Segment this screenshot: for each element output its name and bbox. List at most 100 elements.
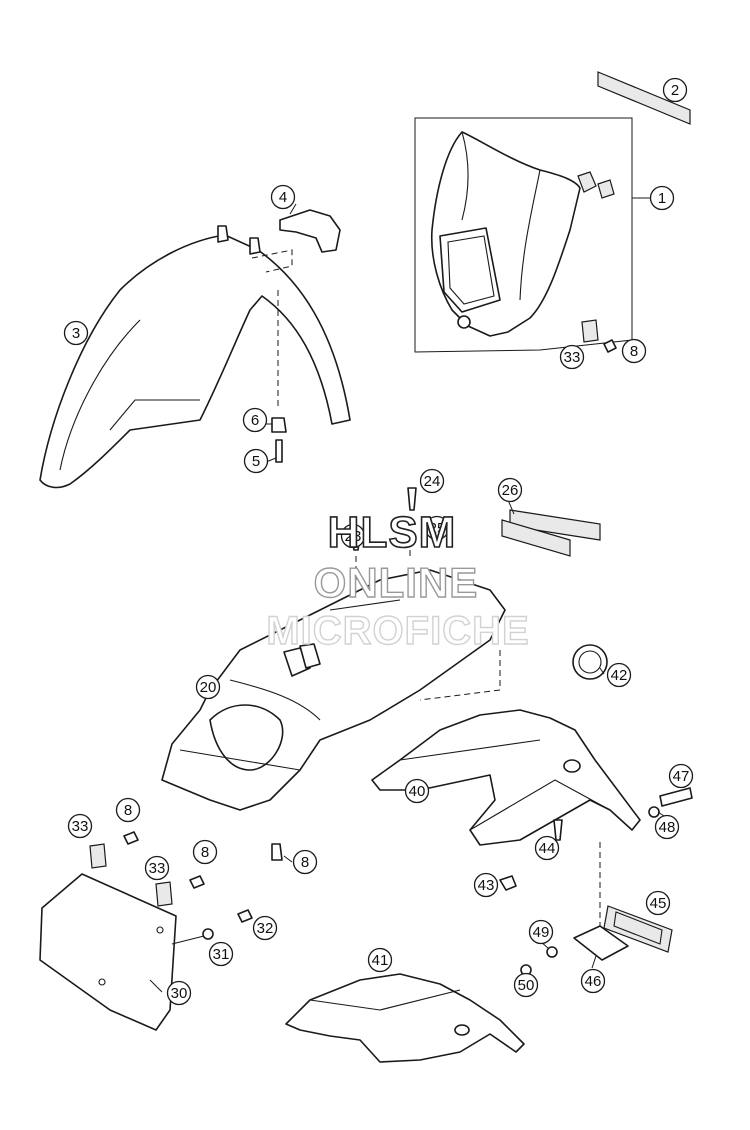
callout-label: 44 bbox=[539, 840, 556, 857]
callout-label: 48 bbox=[659, 819, 676, 836]
side-panel bbox=[39, 873, 205, 1031]
callout-24: 24 bbox=[419, 468, 445, 494]
callout-41: 41 bbox=[367, 947, 393, 973]
callout-26: 26 bbox=[497, 477, 523, 503]
callout-circle bbox=[654, 814, 680, 840]
callout-circle bbox=[645, 890, 671, 916]
small-fasteners-left bbox=[89, 831, 253, 940]
callout-circle bbox=[292, 849, 318, 875]
callout-label: 6 bbox=[251, 412, 259, 429]
callout-33: 33 bbox=[67, 813, 93, 839]
callout-label: 8 bbox=[201, 844, 209, 861]
callout-label: 47 bbox=[673, 768, 690, 785]
callout-label: 2 bbox=[671, 82, 679, 99]
callout-label: 45 bbox=[650, 895, 667, 912]
callout-47: 47 bbox=[668, 763, 694, 789]
callout-label: 50 bbox=[518, 977, 535, 994]
callout-circle bbox=[67, 813, 93, 839]
callout-8: 8 bbox=[192, 839, 218, 865]
side-plates bbox=[501, 499, 601, 557]
callout-44: 44 bbox=[534, 835, 560, 861]
callout-circle bbox=[513, 972, 539, 998]
callout-layer: 1234568888202324252630313233333340414243… bbox=[63, 77, 694, 1006]
mask-clip bbox=[577, 171, 597, 193]
callout-circle bbox=[534, 835, 560, 861]
fender-bracket bbox=[279, 209, 341, 253]
callout-circle bbox=[404, 778, 430, 804]
callout-4: 4 bbox=[270, 184, 296, 210]
callout-label: 1 bbox=[658, 190, 666, 207]
callout-label: 40 bbox=[409, 783, 426, 800]
callout-49: 49 bbox=[528, 919, 554, 945]
callout-circle bbox=[252, 915, 278, 941]
callout-label: 32 bbox=[257, 920, 274, 937]
callout-circle bbox=[208, 941, 234, 967]
callout-circle bbox=[63, 320, 89, 346]
rear-seat-frame bbox=[161, 487, 506, 861]
callout-label: 24 bbox=[424, 473, 441, 490]
callout-circle bbox=[668, 763, 694, 789]
callout-6: 6 bbox=[242, 407, 268, 433]
callout-circle bbox=[497, 477, 523, 503]
callout-label: 42 bbox=[611, 667, 628, 684]
callout-label: 30 bbox=[171, 985, 188, 1002]
callout-circle bbox=[621, 338, 647, 364]
callout-circle bbox=[424, 515, 450, 541]
mask-clip bbox=[597, 179, 615, 199]
callout-40: 40 bbox=[404, 778, 430, 804]
headlight-mask-group bbox=[414, 71, 691, 353]
callout-circle bbox=[473, 872, 499, 898]
callout-circle bbox=[243, 448, 269, 474]
callout-label: 46 bbox=[585, 973, 602, 990]
callout-circle bbox=[144, 855, 170, 881]
callout-8: 8 bbox=[292, 849, 318, 875]
callout-5: 5 bbox=[243, 448, 269, 474]
callout-label: 5 bbox=[252, 453, 260, 470]
callout-circle bbox=[559, 344, 585, 370]
callout-46: 46 bbox=[580, 968, 606, 994]
callout-42: 42 bbox=[606, 662, 632, 688]
callout-label: 25 bbox=[429, 520, 446, 537]
callout-circle bbox=[662, 77, 688, 103]
callout-circle bbox=[419, 468, 445, 494]
rear-fender bbox=[371, 709, 693, 951]
callout-label: 31 bbox=[213, 946, 230, 963]
callout-circle bbox=[580, 968, 606, 994]
callout-circle bbox=[367, 947, 393, 973]
callout-circle bbox=[649, 185, 675, 211]
callout-43: 43 bbox=[473, 872, 499, 898]
callout-8: 8 bbox=[115, 797, 141, 823]
callout-2: 2 bbox=[662, 77, 688, 103]
callout-label: 26 bbox=[502, 482, 519, 499]
callout-33: 33 bbox=[144, 855, 170, 881]
callout-circle bbox=[528, 919, 554, 945]
callout-circle bbox=[195, 674, 221, 700]
callout-25: 25 bbox=[424, 515, 450, 541]
callout-8: 8 bbox=[621, 338, 647, 364]
callout-circle bbox=[115, 797, 141, 823]
callout-50: 50 bbox=[513, 972, 539, 998]
callout-label: 4 bbox=[279, 189, 287, 206]
front-fender bbox=[39, 209, 351, 489]
callout-label: 49 bbox=[533, 924, 550, 941]
callout-label: 33 bbox=[72, 818, 89, 835]
callout-20: 20 bbox=[195, 674, 221, 700]
watermark: HLSM ONLINE MICROFICHE bbox=[266, 507, 530, 654]
callout-label: 23 bbox=[345, 528, 362, 545]
callout-circle bbox=[340, 523, 366, 549]
callout-30: 30 bbox=[166, 980, 192, 1006]
callout-label: 33 bbox=[564, 349, 581, 366]
callout-label: 8 bbox=[301, 854, 309, 871]
number-plate-strip bbox=[597, 71, 691, 125]
watermark-line-3: MICROFICHE bbox=[266, 609, 529, 653]
rubber-plug bbox=[572, 644, 608, 680]
callout-label: 33 bbox=[149, 860, 166, 877]
callout-3: 3 bbox=[63, 320, 89, 346]
reflector-group bbox=[520, 905, 673, 976]
watermark-line-1: HLSM bbox=[328, 508, 457, 557]
callout-circle bbox=[192, 839, 218, 865]
callout-circle bbox=[606, 662, 632, 688]
callout-label: 43 bbox=[478, 877, 495, 894]
callout-32: 32 bbox=[252, 915, 278, 941]
